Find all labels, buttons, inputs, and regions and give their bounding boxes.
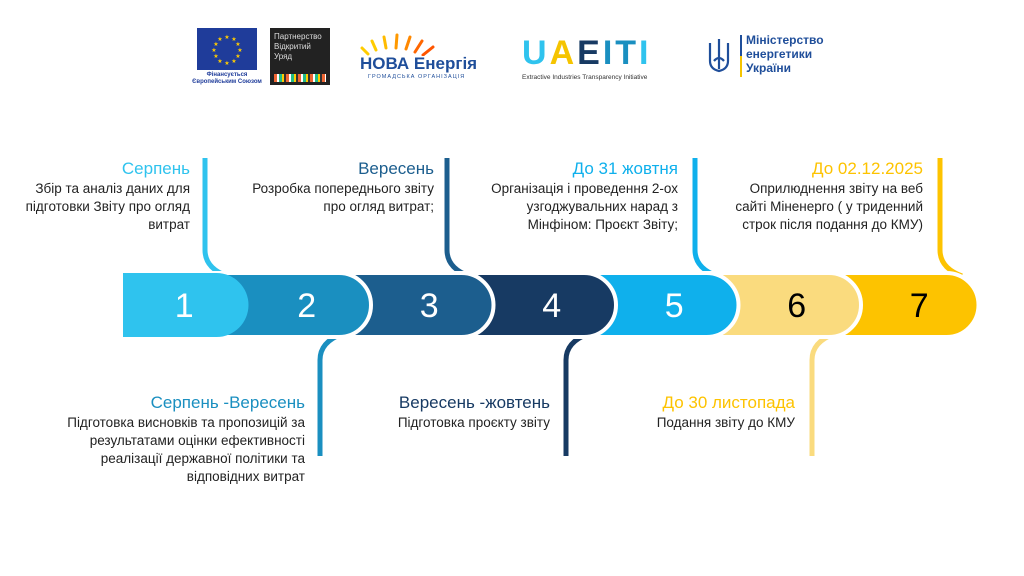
- eu-caption: Фінансується Європейським Союзом: [192, 72, 262, 85]
- step-title: Серпень: [121, 159, 190, 178]
- uaeiti-wordmark: UAEITI: [522, 34, 652, 72]
- nova-energy-logo: НОВА Енергія ГРОМАДСЬКА ОРГАНІЗАЦІЯ: [358, 32, 498, 82]
- step-1-label: Серпень Збір та аналіз даних для підгото…: [20, 158, 190, 234]
- step-4-label: Вересень -жовтень Підготовка проєкту зві…: [340, 392, 550, 432]
- svg-text:★: ★: [237, 47, 242, 54]
- step-description: Оприлюднення звіту на веб сайті Міненерг…: [735, 181, 923, 232]
- step-description: Організація і проведення 2-ох узгоджувал…: [491, 181, 678, 232]
- step-3-segment: [334, 271, 496, 339]
- step-6-segment: [701, 271, 863, 339]
- step-description: Подання звіту до КМУ: [656, 415, 795, 430]
- step-number: 7: [910, 287, 929, 325]
- step-2-segment: [211, 271, 373, 339]
- step-7-segment: [824, 271, 981, 339]
- step-number: 3: [420, 287, 439, 325]
- svg-text:★: ★: [213, 41, 218, 48]
- step-title: Серпень -Вересень: [150, 393, 305, 412]
- step-description: Підготовка проєкту звіту: [397, 415, 550, 430]
- nova-subtitle: ГРОМАДСЬКА ОРГАНІЗАЦІЯ: [368, 74, 466, 80]
- step-title: До 02.12.2025: [812, 159, 923, 178]
- connector-line: [937, 158, 963, 279]
- step-5-label: До 31 жовтня Організація і проведення 2-…: [460, 158, 678, 234]
- uaeiti-subtitle: Extractive Industries Transparency Initi…: [522, 74, 648, 81]
- step-title: Вересень -жовтень: [398, 393, 550, 412]
- step-description: Збір та аналіз даних для підготовки Звіт…: [25, 181, 190, 232]
- connector-line: [809, 331, 835, 456]
- step-2-label: Серпень -Вересень Підготовка висновків т…: [30, 392, 305, 486]
- step-description: Розробка попереднього звіту про огляд ви…: [252, 181, 434, 214]
- step-number: 4: [542, 287, 561, 325]
- svg-text:★: ★: [217, 36, 222, 43]
- step-description: Підготовка висновків та пропозицій за ре…: [67, 415, 305, 484]
- ogp-text: Партнерство Відкритий Уряд: [274, 32, 322, 61]
- step-title: До 31 жовтня: [572, 159, 678, 178]
- step-3-label: Вересень Розробка попереднього звіту про…: [250, 158, 434, 216]
- step-7-label: До 02.12.2025 Оприлюднення звіту на веб …: [715, 158, 923, 234]
- step-number: 6: [787, 287, 806, 325]
- eu-flag-logo: ★★★★★★ ★★★★★★: [197, 28, 257, 70]
- step-number: 1: [175, 287, 194, 325]
- connector-line: [317, 331, 343, 456]
- step-number: 2: [297, 287, 316, 325]
- step-1-segment: [123, 273, 249, 337]
- svg-text:★: ★: [235, 41, 240, 48]
- step-6-label: До 30 листопада Подання звіту до КМУ: [600, 392, 795, 432]
- svg-text:★: ★: [224, 60, 229, 67]
- svg-text:★: ★: [231, 58, 236, 65]
- svg-text:★: ★: [235, 53, 240, 60]
- step-title: До 30 листопада: [662, 393, 795, 412]
- nova-title: НОВА Енергія: [360, 54, 478, 73]
- svg-text:★: ★: [224, 34, 229, 41]
- connector-line: [563, 331, 589, 456]
- step-5-segment: [579, 271, 741, 339]
- step-number: 5: [665, 287, 684, 325]
- svg-text:★: ★: [213, 53, 218, 60]
- uaeiti-logo: UAEITI Extractive Industries Transparenc…: [522, 36, 682, 86]
- connector-line: [692, 158, 718, 279]
- ministry-logo: Міністерство енергетики України: [706, 33, 846, 83]
- ministry-name: Міністерство енергетики України: [746, 33, 824, 75]
- trident-icon: [708, 39, 730, 73]
- connector-line: [202, 158, 228, 279]
- svg-text:★: ★: [217, 58, 222, 65]
- svg-text:★: ★: [231, 36, 236, 43]
- step-title: Вересень: [358, 159, 434, 178]
- ogp-logo: Партнерство Відкритий Уряд: [270, 28, 330, 85]
- step-4-segment: [456, 271, 618, 339]
- svg-text:★: ★: [211, 47, 216, 54]
